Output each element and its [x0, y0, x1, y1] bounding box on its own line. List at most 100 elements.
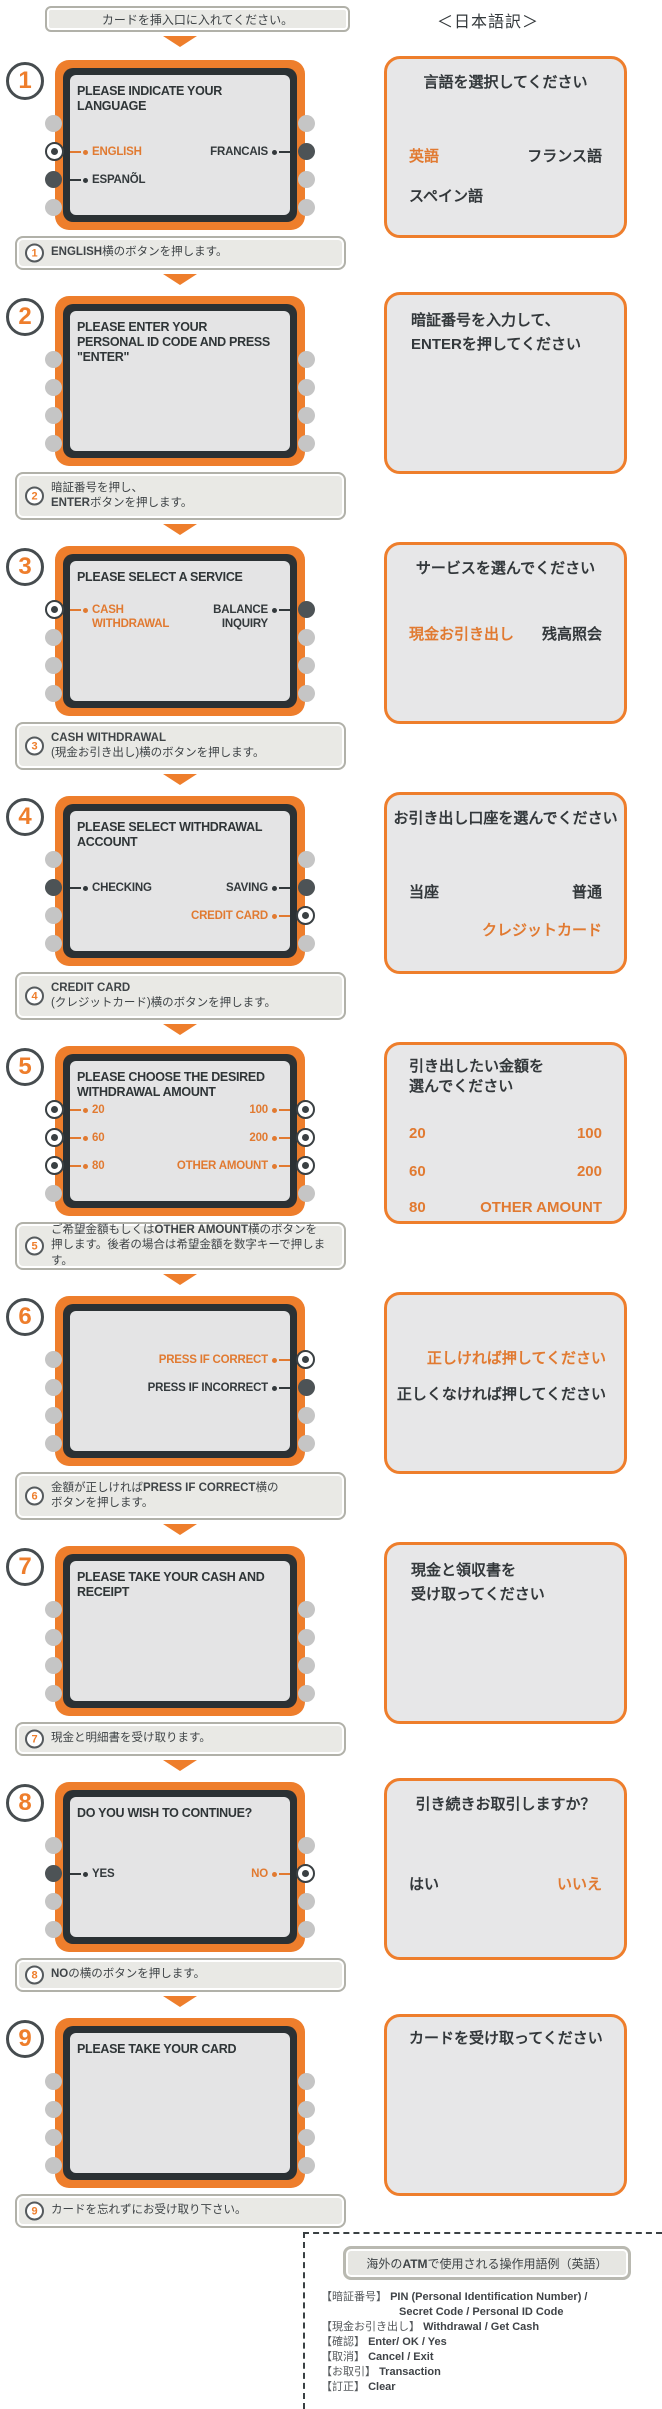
screen-title: PLEASE TAKE YOUR CARD: [77, 2042, 237, 2056]
side-button[interactable]: [298, 379, 315, 396]
side-button[interactable]: [45, 2101, 62, 2118]
side-button[interactable]: [298, 115, 315, 132]
side-button[interactable]: [45, 407, 62, 424]
side-button[interactable]: [298, 1185, 315, 1202]
screen-option-saving: SAVING: [226, 881, 290, 895]
side-button[interactable]: [45, 1351, 62, 1368]
side-button-selected[interactable]: [45, 142, 64, 161]
side-button[interactable]: [298, 1601, 315, 1618]
screen-title: PLEASE INDICATE YOUR LANGUAGE: [77, 84, 222, 113]
side-button[interactable]: [298, 629, 315, 646]
side-button[interactable]: [45, 1601, 62, 1618]
side-button[interactable]: [298, 2101, 315, 2118]
side-button[interactable]: [298, 2073, 315, 2090]
side-button-selected[interactable]: [296, 1350, 315, 1369]
side-button[interactable]: [298, 657, 315, 674]
panel-title: 引き続きお取引しますか？: [415, 1796, 596, 1813]
side-button[interactable]: [298, 1685, 315, 1702]
side-button[interactable]: [298, 351, 315, 368]
side-button-selected[interactable]: [45, 1100, 64, 1119]
atm-screen: PLEASE SELECT WITHDRAWAL ACCOUNT CHECKIN…: [45, 796, 315, 966]
side-button[interactable]: [298, 685, 315, 702]
side-button[interactable]: [298, 1657, 315, 1674]
side-button[interactable]: [45, 2157, 62, 2174]
side-button[interactable]: [298, 601, 315, 618]
side-button-selected[interactable]: [45, 600, 64, 619]
panel-title: カードを受け取ってください: [409, 2030, 603, 2047]
panel-title: サービスを選んでください: [415, 560, 596, 577]
side-button[interactable]: [298, 1837, 315, 1854]
side-button[interactable]: [298, 1435, 315, 1452]
side-button[interactable]: [45, 1865, 62, 1882]
flow-arrow: [163, 774, 197, 785]
side-button-selected[interactable]: [296, 906, 315, 925]
panel-item: 80: [409, 1199, 426, 1216]
side-button[interactable]: [298, 1407, 315, 1424]
side-button[interactable]: [45, 657, 62, 674]
glossary-terms: 【暗証番号】 PIN (Personal Identification Numb…: [321, 2290, 662, 2395]
panel-item: 20: [409, 1125, 426, 1142]
side-button[interactable]: [45, 351, 62, 368]
connector-dot: [272, 1163, 277, 1169]
side-button[interactable]: [298, 2129, 315, 2146]
side-button[interactable]: [298, 199, 315, 216]
side-button[interactable]: [45, 879, 62, 896]
panel-item: はい: [409, 1876, 440, 1893]
option-label: 20: [92, 1104, 105, 1116]
side-button-selected[interactable]: [296, 1864, 315, 1883]
connector-dot: [272, 1135, 277, 1141]
side-button[interactable]: [45, 435, 62, 452]
connector-line: [70, 609, 81, 611]
screen-option-press-if-correct: PRESS IF CORRECT: [159, 1353, 290, 1367]
side-button-selected[interactable]: [45, 1156, 64, 1175]
flow-arrow: [163, 1996, 197, 2007]
side-button[interactable]: [45, 171, 62, 188]
side-button[interactable]: [45, 851, 62, 868]
connector-line: [279, 1387, 290, 1389]
side-button[interactable]: [298, 1379, 315, 1396]
side-button[interactable]: [45, 1837, 62, 1854]
side-button[interactable]: [45, 935, 62, 952]
side-button[interactable]: [45, 1629, 62, 1646]
side-button-selected[interactable]: [45, 1128, 64, 1147]
side-button-selected[interactable]: [296, 1100, 315, 1119]
side-button[interactable]: [45, 379, 62, 396]
side-button[interactable]: [45, 1379, 62, 1396]
step-number-badge: 3: [6, 548, 44, 586]
side-button-selected[interactable]: [296, 1128, 315, 1147]
side-button[interactable]: [298, 879, 315, 896]
side-button[interactable]: [45, 1657, 62, 1674]
screen-title: PLEASE TAKE YOUR CASH AND RECEIPT: [77, 1570, 265, 1599]
screen-option-20: 20: [70, 1103, 105, 1117]
side-button[interactable]: [45, 199, 62, 216]
side-button[interactable]: [45, 629, 62, 646]
side-button[interactable]: [45, 1685, 62, 1702]
connector-dot: [83, 177, 88, 183]
step-number: 1: [18, 67, 32, 94]
side-button[interactable]: [298, 851, 315, 868]
side-button[interactable]: [298, 2157, 315, 2174]
side-button[interactable]: [45, 907, 62, 924]
side-button[interactable]: [298, 435, 315, 452]
side-button[interactable]: [45, 1893, 62, 1910]
connector-dot: [272, 913, 277, 919]
option-label: CASH WITHDRAWAL: [92, 604, 170, 630]
side-button[interactable]: [45, 2129, 62, 2146]
step-number: 4: [18, 803, 32, 830]
side-button[interactable]: [45, 1921, 62, 1938]
side-button[interactable]: [298, 407, 315, 424]
side-button[interactable]: [298, 171, 315, 188]
side-button[interactable]: [298, 1893, 315, 1910]
side-button[interactable]: [45, 1185, 62, 1202]
side-button-selected[interactable]: [296, 1156, 315, 1175]
side-button[interactable]: [45, 115, 62, 132]
side-button[interactable]: [298, 1921, 315, 1938]
side-button[interactable]: [298, 1629, 315, 1646]
side-button[interactable]: [298, 143, 315, 160]
side-button[interactable]: [298, 935, 315, 952]
side-button[interactable]: [45, 1407, 62, 1424]
side-button[interactable]: [45, 1435, 62, 1452]
side-button[interactable]: [45, 685, 62, 702]
screen-option-no: NO: [251, 1867, 290, 1881]
side-button[interactable]: [45, 2073, 62, 2090]
